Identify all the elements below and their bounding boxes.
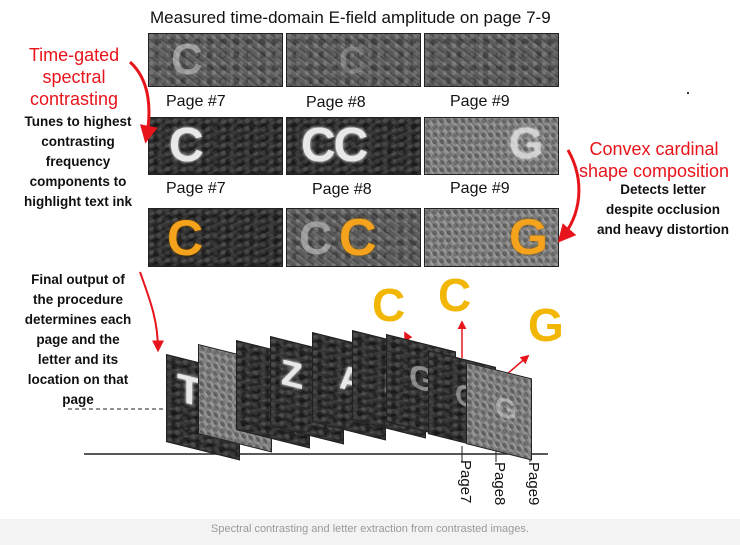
annotation-line: location on that bbox=[27, 372, 129, 387]
panel-row1-page8: C bbox=[286, 33, 421, 87]
annotation-line: spectral bbox=[42, 67, 106, 87]
annotation-line: and heavy distortion bbox=[596, 222, 730, 237]
annotation-line: the procedure bbox=[32, 292, 124, 307]
annotation-line: Final output of bbox=[31, 272, 125, 287]
annotation-line: shape composition bbox=[578, 161, 730, 181]
page-label: Page #8 bbox=[312, 181, 372, 198]
panel-row3-page9: G bbox=[424, 208, 559, 267]
panel-letter: C bbox=[339, 40, 367, 82]
extracted-letter-c1: C bbox=[372, 279, 406, 331]
panel-letter: C bbox=[169, 119, 204, 172]
panel-letter: C bbox=[167, 210, 204, 266]
stack-letter: Z bbox=[281, 350, 303, 398]
extracted-letter-c2: C bbox=[438, 269, 472, 321]
page-label: Page #9 bbox=[450, 93, 510, 110]
annotation-line: contrasting bbox=[41, 134, 115, 149]
annotation-line: frequency bbox=[45, 154, 111, 169]
panel-letter: G bbox=[509, 119, 544, 168]
extracted-letter-g: G bbox=[528, 299, 564, 351]
page-label: Page #7 bbox=[166, 180, 226, 197]
panel-row1-page7: C bbox=[148, 33, 283, 87]
stray-dot bbox=[687, 92, 689, 94]
annotation-line: highlight text ink bbox=[24, 194, 132, 209]
axis-label-page8: Page8 bbox=[491, 462, 508, 506]
arrow-to-letter-3 bbox=[505, 354, 530, 376]
panel-letter: G bbox=[509, 209, 548, 265]
annotation-line: Convex cardinal bbox=[589, 139, 719, 159]
figure-title: Measured time-domain E-field amplitude o… bbox=[150, 8, 551, 27]
figure-caption: Spectral contrasting and letter extracti… bbox=[0, 519, 740, 545]
annotation-final-output: Final output of the procedure determines… bbox=[2, 270, 154, 410]
panel-row2-page8: CC bbox=[286, 117, 421, 175]
annotation-convex: Convex cardinal shape composition bbox=[574, 138, 734, 182]
curved-arrow-left-bottom bbox=[139, 271, 164, 353]
annotation-line: Tunes to highest bbox=[24, 114, 132, 129]
annotation-line: contrasting bbox=[29, 89, 119, 109]
panel-letter: C bbox=[339, 209, 377, 267]
page-label: Page #9 bbox=[450, 180, 510, 197]
page-label: Page #7 bbox=[166, 93, 226, 110]
arrow-overlay bbox=[68, 60, 581, 462]
panel-letter-ghost: C bbox=[299, 212, 333, 264]
annotation-line: components to bbox=[29, 174, 127, 189]
axis-label-page9: Page9 bbox=[525, 462, 542, 506]
stack-letter: G bbox=[495, 390, 517, 427]
annotation-time-gated: Time-gated spectral contrasting bbox=[6, 44, 142, 110]
curved-arrow-left-top bbox=[128, 60, 158, 144]
panel-row3-page7: C bbox=[148, 208, 283, 267]
curved-arrow-right bbox=[557, 149, 581, 243]
annotation-line: letter and its bbox=[37, 352, 119, 367]
annotation-line: determines each bbox=[24, 312, 132, 327]
panel-row2-page7: C bbox=[148, 117, 283, 175]
annotation-tunes: Tunes to highest contrasting frequency c… bbox=[4, 112, 152, 212]
annotation-detects: Detects letter despite occlusion and hea… bbox=[588, 180, 738, 240]
panel-row1-page9 bbox=[424, 33, 559, 87]
annotation-line: Detects letter bbox=[620, 182, 706, 197]
annotation-line: despite occlusion bbox=[605, 202, 721, 217]
annotation-line: page bbox=[62, 392, 94, 407]
panel-letter: C bbox=[171, 35, 203, 84]
annotation-line: page and the bbox=[36, 332, 120, 347]
axis-label-page7: Page7 bbox=[457, 460, 474, 504]
panel-row3-page8: C C bbox=[286, 208, 421, 267]
page-label: Page #8 bbox=[306, 94, 366, 111]
stack-page-page9: G bbox=[466, 362, 532, 461]
panel-row2-page9: G bbox=[424, 117, 559, 175]
annotation-line: Time-gated bbox=[28, 45, 120, 65]
panel-letter: CC bbox=[301, 119, 368, 172]
